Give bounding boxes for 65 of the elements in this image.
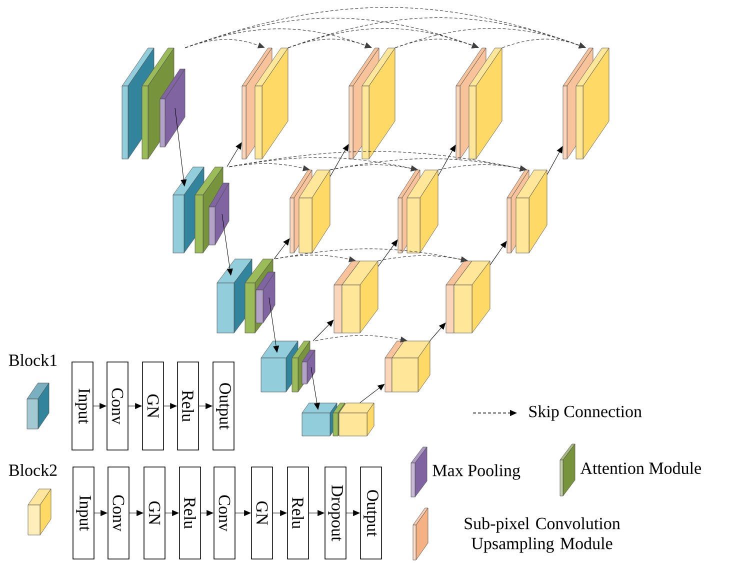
process-box: Conv xyxy=(108,466,130,560)
feature-map-drawing xyxy=(172,166,230,254)
process-box: GN xyxy=(251,466,273,560)
process-box: Relu xyxy=(179,466,201,560)
legend-label: Sub-pixel Convolution Upsampling Module xyxy=(464,517,620,553)
arrow xyxy=(274,238,290,260)
feature-map-drawing xyxy=(348,48,396,160)
feature-map-drawing xyxy=(290,170,330,254)
arrow xyxy=(430,322,446,342)
process-box: Input xyxy=(72,466,94,560)
arrow xyxy=(94,510,108,516)
arrow xyxy=(360,384,385,404)
arrow xyxy=(346,510,360,516)
feature-map-drawing xyxy=(302,402,374,436)
feature-map-drawing xyxy=(384,340,430,392)
arrow xyxy=(268,297,280,353)
arrow xyxy=(93,403,106,409)
arrow xyxy=(546,146,563,175)
legend-label: Skip Connection xyxy=(529,405,642,421)
dashed-arrow xyxy=(378,255,468,262)
feature-map-drawing xyxy=(446,260,490,334)
arrow xyxy=(128,403,142,409)
dashed-arrow xyxy=(438,164,527,172)
arrow xyxy=(310,366,320,410)
dashed-arrow xyxy=(502,38,586,48)
feature-map-drawing xyxy=(122,48,186,160)
process-box: Relu xyxy=(287,466,309,560)
process-box: Dropout xyxy=(324,466,346,560)
process-box: Conv xyxy=(214,466,236,560)
legend-label: Max Pooling xyxy=(432,464,520,480)
arrow xyxy=(226,142,242,168)
arrow xyxy=(174,108,187,186)
arrow xyxy=(222,214,233,276)
process-box: Output xyxy=(360,466,382,560)
legend-label: Block2 xyxy=(8,464,57,476)
feature-map-drawing xyxy=(216,258,276,334)
arrow xyxy=(490,241,507,266)
arrow xyxy=(312,320,334,342)
arrow xyxy=(129,510,144,516)
feature-map-drawing xyxy=(562,48,610,160)
legend-label: Attention Module xyxy=(580,462,701,474)
feature-map-drawing xyxy=(334,260,378,334)
feature-map-drawing xyxy=(242,48,288,160)
feature-map-drawing xyxy=(398,170,438,254)
arrow xyxy=(308,510,324,516)
arrow xyxy=(272,510,287,516)
feature-map-drawing xyxy=(506,170,548,254)
process-box: Conv xyxy=(106,362,128,450)
arrow xyxy=(200,510,214,516)
arrow xyxy=(164,403,177,409)
arrow xyxy=(330,144,349,177)
arrow xyxy=(165,510,179,516)
process-box: Input xyxy=(72,362,94,450)
process-box: Output xyxy=(212,362,234,450)
arrow xyxy=(235,510,251,516)
arrow xyxy=(378,240,398,267)
process-box: GN xyxy=(142,362,164,450)
process-box: Relu xyxy=(177,362,199,450)
feature-map-drawing xyxy=(260,340,316,392)
arrow xyxy=(438,144,456,176)
process-box: GN xyxy=(144,466,166,560)
feature-map-drawing xyxy=(456,48,502,160)
legend-label: Block1 xyxy=(8,354,57,366)
dashed-arrow xyxy=(314,335,408,342)
arrow xyxy=(198,403,212,409)
